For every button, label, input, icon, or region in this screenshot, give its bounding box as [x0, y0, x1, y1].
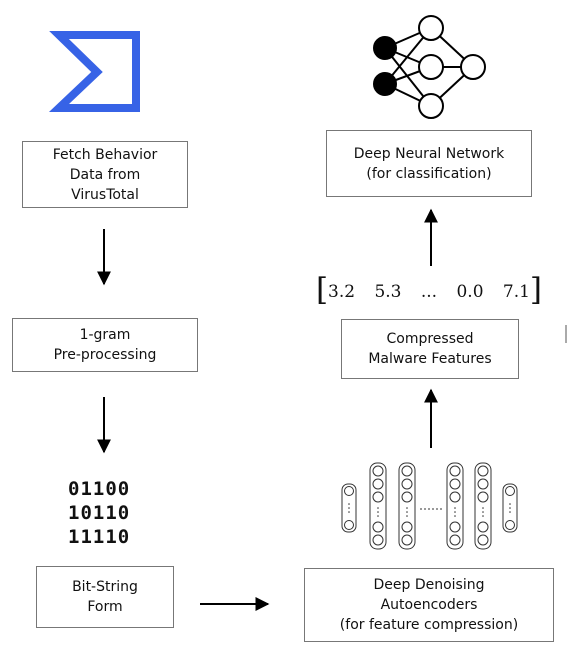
ngram-line-1: 1-gram [79, 327, 131, 343]
vector-value: 7.1 [502, 282, 530, 302]
neural-network-icon [373, 15, 486, 119]
bit-string-form-box: Bit-String Form [36, 566, 174, 628]
dnn-line-1: Deep Neural Network [353, 145, 505, 162]
fetch-behavior-line-3: VirusTotal [71, 186, 139, 203]
dda-line-2: Autoencoders [380, 597, 478, 613]
vector-value: 5.3 [374, 282, 402, 302]
autoencoder-icon [341, 462, 518, 550]
bracket-right: ] [529, 272, 542, 308]
compressed-malware-features-box: Compressed Malware Features [341, 319, 519, 379]
vector-value: 0.0 [456, 282, 484, 302]
ngram-preprocessing-box: 1-gram Pre-processing [12, 318, 198, 372]
fetch-behavior-line-2: Data from [69, 166, 141, 183]
bit-row: 10110 [68, 502, 131, 524]
bit-string-line-1: Bit-String [72, 579, 138, 595]
fetch-behavior-box: Fetch Behavior Data from VirusTotal [22, 141, 188, 208]
compressed-line-1: Compressed [386, 331, 474, 347]
bit-string-line-2: Form [87, 599, 123, 615]
bit-string-sample: 01100 10110 11110 [68, 477, 130, 549]
deep-neural-network-box: Deep Neural Network (for classification) [326, 130, 532, 197]
vector-value: 3.2 [328, 282, 356, 302]
compressed-line-2: Malware Features [368, 351, 492, 367]
bracket-left: [ [316, 272, 329, 308]
fetch-behavior-line-1: Fetch Behavior [52, 146, 158, 163]
deep-denoising-autoencoders-box: Deep Denoising Autoencoders (for feature… [304, 568, 554, 642]
dda-line-1: Deep Denoising [373, 577, 485, 593]
bit-row: 01100 [68, 478, 131, 500]
ngram-line-2: Pre-processing [53, 347, 157, 363]
dda-line-3: (for feature compression) [339, 617, 519, 633]
sigma-logo-icon [48, 31, 140, 112]
feature-vector: [ 3.2 5.3 ... 0.0 7.1 ] [316, 272, 542, 308]
dnn-line-2: (for classification) [366, 165, 492, 182]
vector-ellipsis: ... [420, 282, 438, 302]
bit-row: 11110 [68, 526, 131, 548]
